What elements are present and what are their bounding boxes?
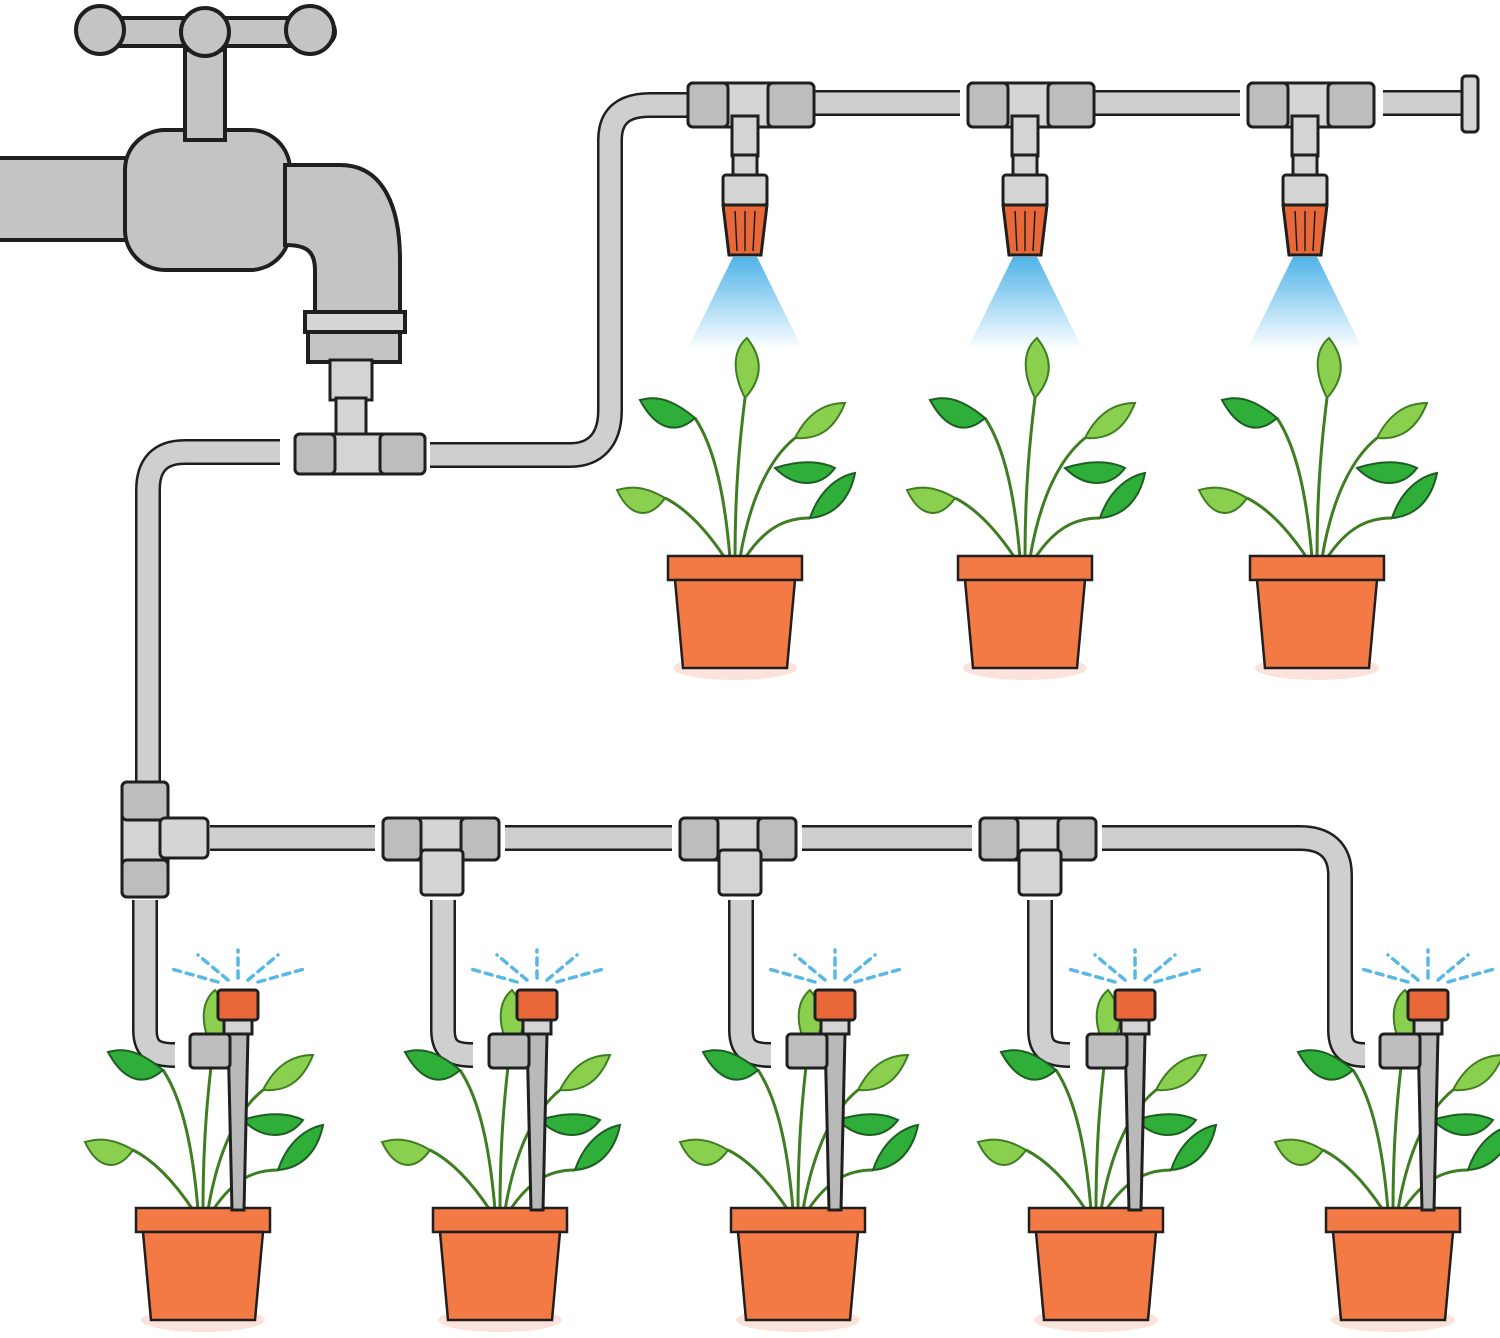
tee-connector-icon: [293, 432, 427, 476]
mist-nozzle-icon: [685, 153, 805, 352]
upper-supply-line: [430, 74, 1480, 468]
end-plug-icon: [1460, 74, 1480, 134]
lower-supply-line: [132, 439, 1366, 1068]
mist-nozzle-icon: [965, 153, 1085, 352]
potted-plant-icon: [1197, 336, 1439, 682]
potted-plant-icon: [615, 336, 857, 682]
potted-plant-icon: [905, 336, 1147, 682]
mist-nozzle-icon: [1245, 153, 1365, 352]
upper-tee-connectors: [686, 81, 1376, 158]
faucet-icon: [0, 4, 407, 440]
lower-tee-connectors: [120, 780, 1098, 899]
